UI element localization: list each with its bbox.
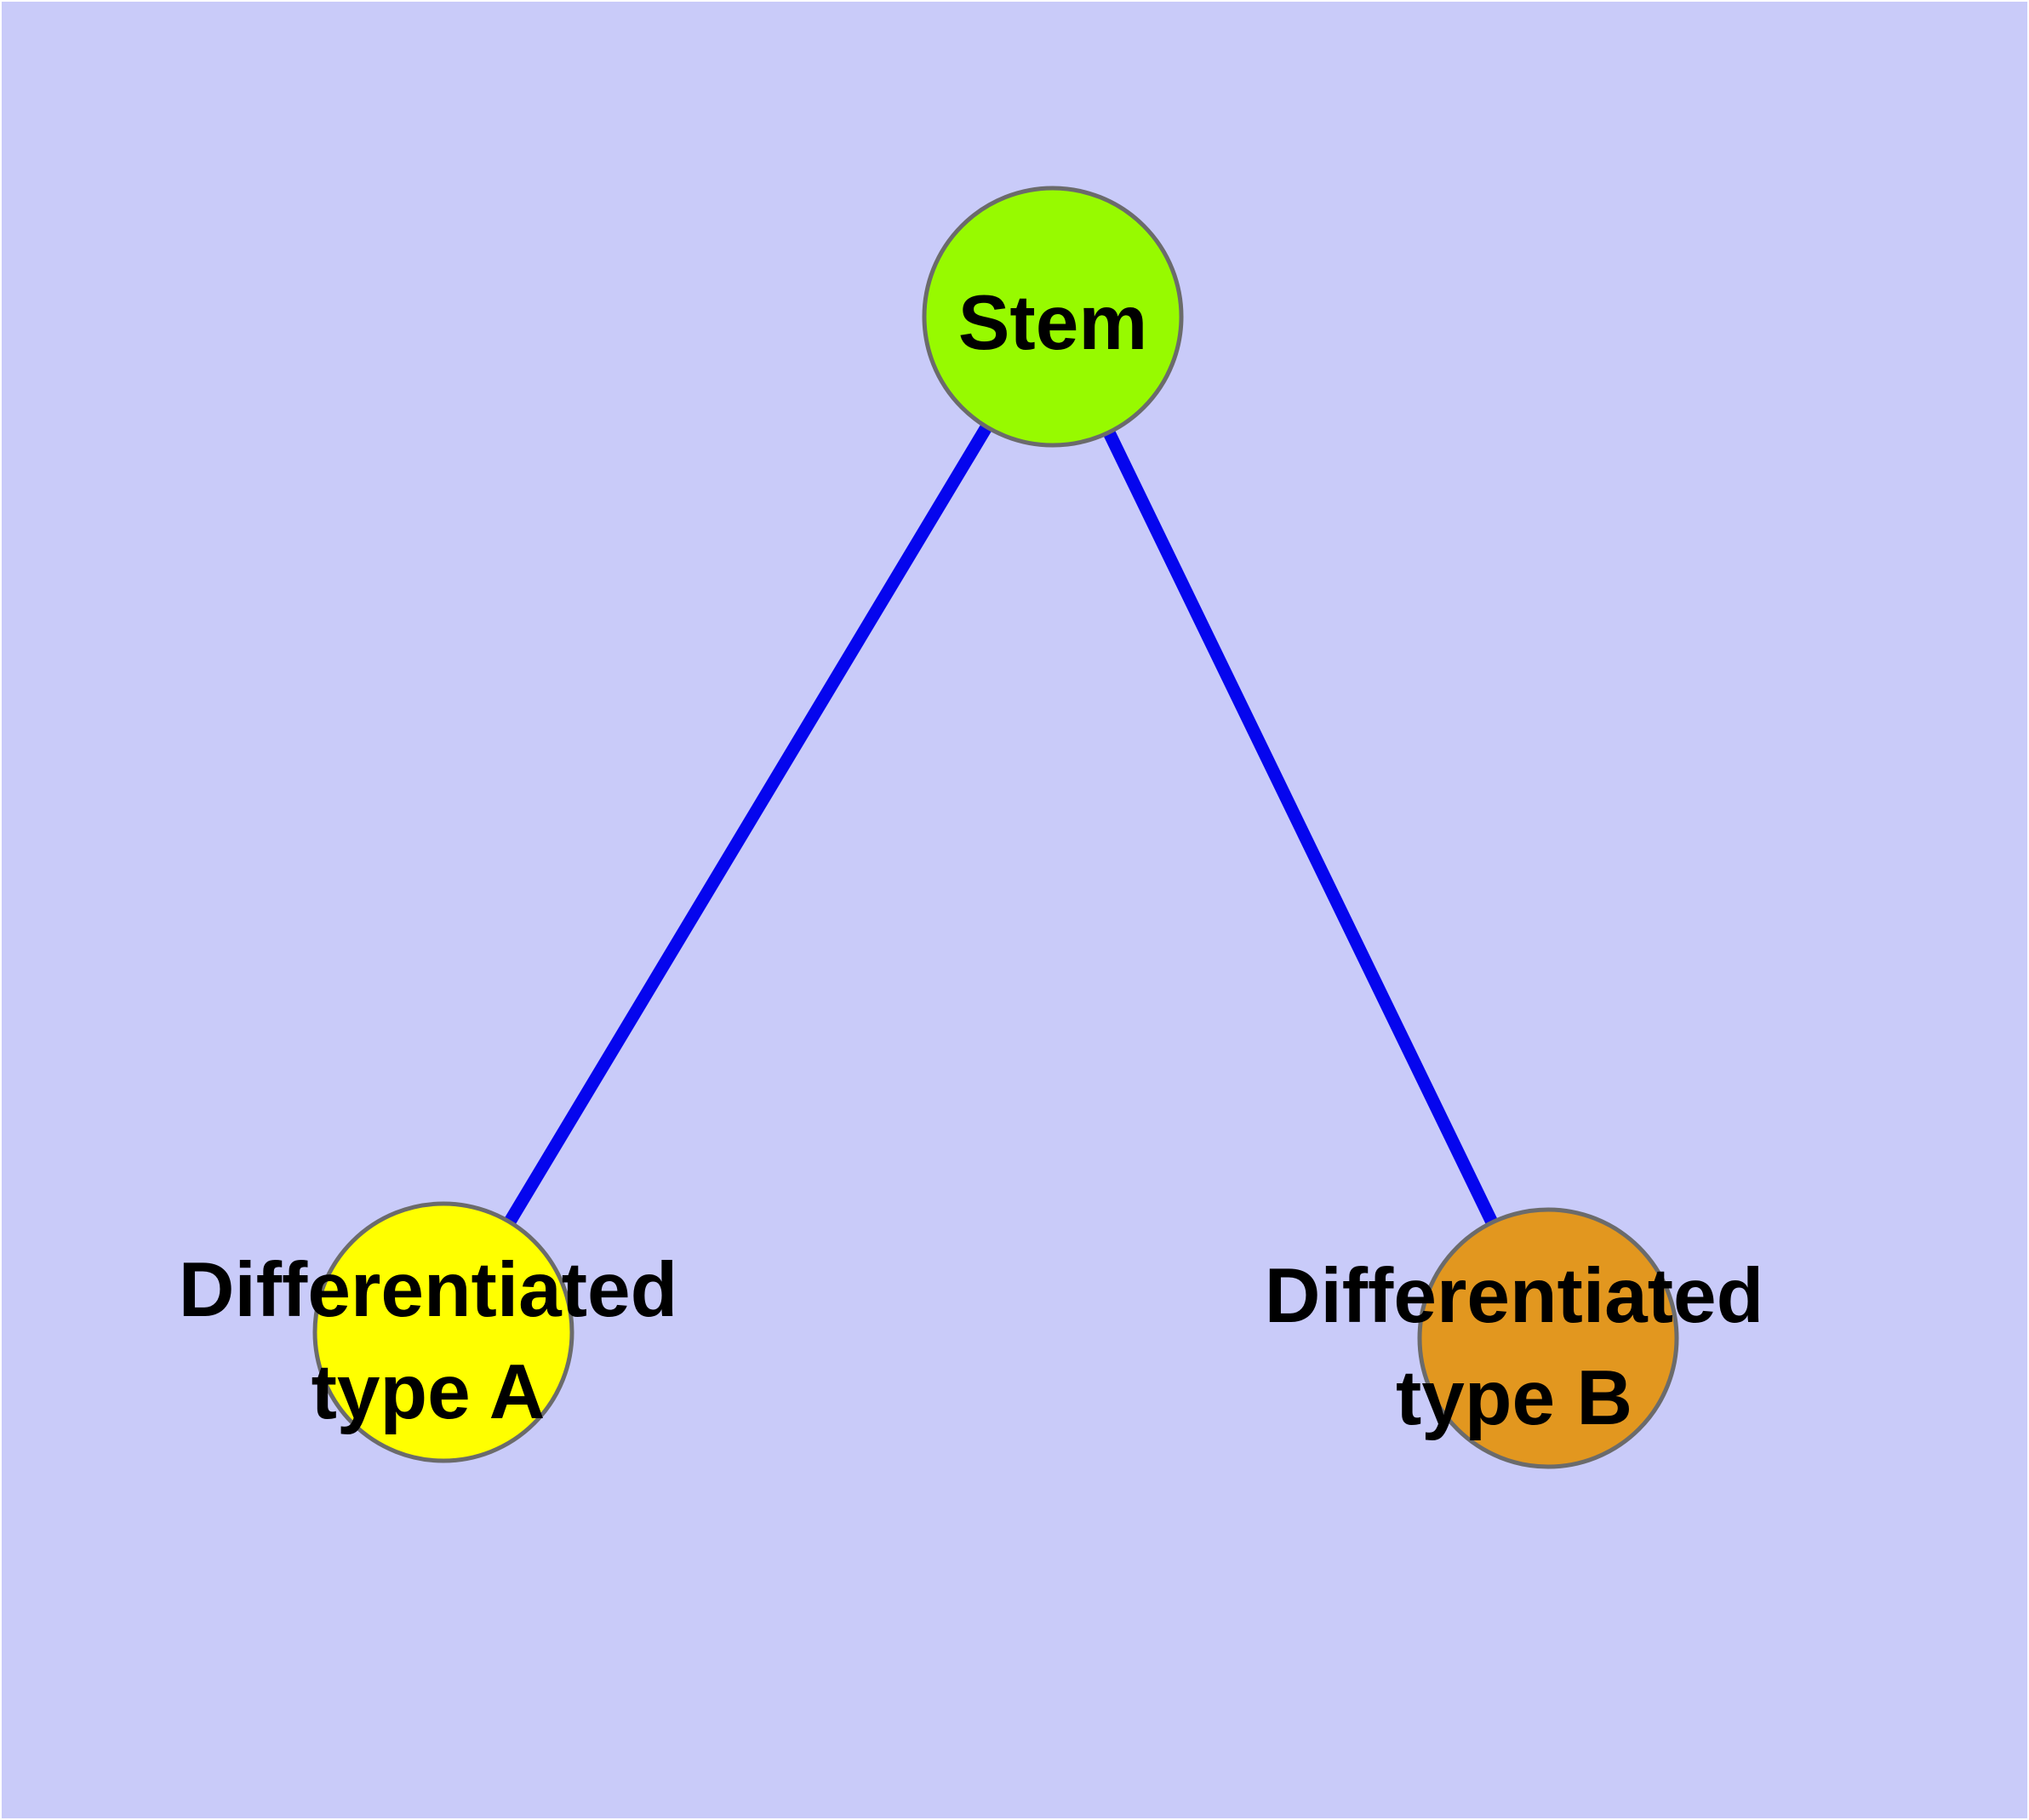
node-stem-label: Stem [958,280,1148,366]
edge-stem-differentiated-type-a [437,313,1059,1336]
node-differentiated-type-a-circle [312,1201,574,1463]
node-stem-circle [922,186,1184,448]
node-differentiated-type-b-circle [1417,1207,1679,1469]
edge-stem-differentiated-type-b [1047,313,1554,1342]
